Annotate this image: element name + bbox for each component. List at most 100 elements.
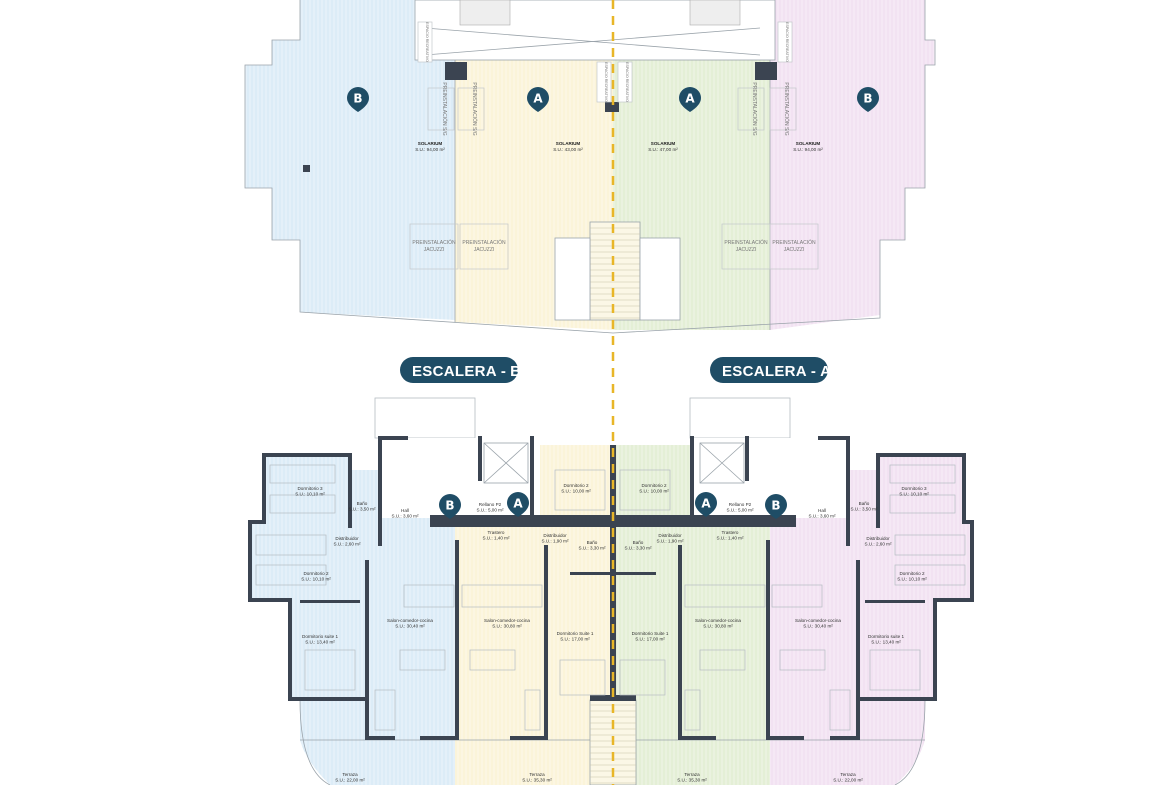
unit-marker-icon-letter: A <box>701 497 711 511</box>
room-label: Dormitorio 2S.U.: 10,10 m² <box>301 571 331 582</box>
unit-marker-icon-letter: A <box>685 92 695 106</box>
room-area: S.U.: 35,30 m² <box>677 778 707 783</box>
espacio-label: ESPACIO RECREATIVO <box>785 22 789 62</box>
room-area: S.U.: 1,40 m² <box>482 536 510 541</box>
solarium-label: SOLARIUM <box>556 141 581 146</box>
room-name: Baño <box>587 540 598 545</box>
room-name: Terraza <box>684 772 700 777</box>
stair-label-a: ESCALERA -A <box>710 357 831 383</box>
room-area: S.U.: 3,50 m² <box>348 507 376 512</box>
room-name: Salon-comedor-cocina <box>795 618 841 623</box>
room-area: S.U.: 5,00 m² <box>726 508 754 513</box>
room-area: S.U.: 17,00 m² <box>635 637 665 642</box>
jacuzzi-label: PREINSTALACIÓN <box>772 239 816 246</box>
room-area: S.U.: 3,60 m² <box>808 514 836 519</box>
jacuzzi-label: PREINSTALACIÓN <box>724 239 768 246</box>
solarium-label: SOLARIUM <box>418 141 443 146</box>
jacuzzi-label: JACUZZI <box>424 247 445 253</box>
solarium-area: S.U.: 94,00 m² <box>415 147 445 152</box>
espacio-label: ESPACIO RECREATIVO <box>625 62 629 102</box>
espacio-label: ESPACIO RECREATIVO <box>604 62 608 102</box>
walls <box>248 436 974 740</box>
room-name: Dormitorio 2 <box>303 571 328 576</box>
espacio-recreativo: ESPACIO RECREATIVO <box>596 61 612 103</box>
svg-text:ESCALERA -B: ESCALERA -B <box>412 363 521 380</box>
room-name: Terraza <box>840 772 856 777</box>
room-area: S.U.: 3,30 m² <box>624 546 652 551</box>
sg-label: PREINSTALACIÓN S/G <box>783 82 790 135</box>
room-label: Dormitorio suite 1S.U.: 13,40 m² <box>302 634 338 645</box>
room-area: S.U.: 3,50 m² <box>850 507 878 512</box>
room-name: Baño <box>357 501 368 506</box>
room-name: Trastero <box>488 530 505 535</box>
jacuzzi-label: JACUZZI <box>784 247 805 253</box>
unit-marker-icon: B <box>347 87 369 112</box>
stair-label-a-prefix: ESCALERA - <box>722 363 816 380</box>
espacio-recreativo: ESPACIO RECREATIVO <box>617 61 633 103</box>
room-name: Terraza <box>342 772 358 777</box>
room-name: Salon-comedor-cocina <box>387 618 433 623</box>
svg-text:ESCALERA -A: ESCALERA -A <box>722 363 831 380</box>
stair-label-b: ESCALERA -B <box>400 357 521 383</box>
room-name: Dormitorio suite 1 <box>302 634 338 639</box>
room-area: S.U.: 30,80 m² <box>703 624 733 629</box>
jacuzzi-label: JACUZZI <box>736 247 757 253</box>
unit-marker-icon-letter: B <box>445 499 454 513</box>
room-area: S.U.: 30,80 m² <box>492 624 522 629</box>
unit-marker-icon: B <box>857 87 879 112</box>
room-name: Baño <box>859 501 870 506</box>
jacuzzi-label: JACUZZI <box>474 247 495 253</box>
room-label: Dormitorio 3S.U.: 10,10 m² <box>295 486 325 497</box>
espacio-recreativo: ESPACIO RECREATIVO <box>777 21 793 63</box>
sg-preinstallation: PREINSTALACIÓN S/G <box>427 82 455 136</box>
room-area: S.U.: 1,40 m² <box>716 536 744 541</box>
room-name: Trastero <box>722 530 739 535</box>
room-name: Dormitorio 3 <box>901 486 926 491</box>
room-name: Hall <box>401 508 409 513</box>
solarium-label: SOLARIUM <box>796 141 821 146</box>
unit-marker-icon-letter: B <box>771 499 780 513</box>
stair-label-b-letter: B <box>510 363 521 380</box>
solarium-area: S.U.: 43,00 m² <box>553 147 583 152</box>
room-area: S.U.: 35,30 m² <box>522 778 552 783</box>
unit-marker-icon-letter: B <box>863 92 872 106</box>
room-area: S.U.: 22,00 m² <box>833 778 863 783</box>
room-area: S.U.: 10,00 m² <box>639 489 669 494</box>
unit-marker-icon-letter: A <box>533 92 543 106</box>
unit-marker-icon: A <box>695 492 717 517</box>
room-area: S.U.: 13,40 m² <box>305 640 335 645</box>
room-area: S.U.: 10,10 m² <box>897 577 927 582</box>
espacio-recreativo: ESPACIO RECREATIVO <box>417 21 433 63</box>
solarium-label: SOLARIUM <box>651 141 676 146</box>
jacuzzi-label: PREINSTALACIÓN <box>462 239 506 246</box>
room-area: S.U.: 22,00 m² <box>335 778 365 783</box>
room-area: S.U.: 10,10 m² <box>899 492 929 497</box>
room-name: Distribuidor <box>658 533 682 538</box>
room-name: Salon-comedor-cocina <box>695 618 741 623</box>
sg-preinstallation: PREINSTALACIÓN S/G <box>737 82 765 136</box>
room-area: S.U.: 10,10 m² <box>295 492 325 497</box>
room-name: Distribuidor <box>543 533 567 538</box>
sg-preinstallation: PREINSTALACIÓN S/G <box>457 82 485 136</box>
room-area: S.U.: 10,10 m² <box>301 577 331 582</box>
room-label: Dormitorio Suite 1S.U.: 17,00 m² <box>632 631 669 642</box>
room-name: Hall <box>818 508 826 513</box>
room-area: S.U.: 2,60 m² <box>864 542 892 547</box>
room-name: Dormitorio Suite 1 <box>557 631 594 636</box>
room-area: S.U.: 5,00 m² <box>476 508 504 513</box>
unit-marker-icon: B <box>439 494 461 519</box>
